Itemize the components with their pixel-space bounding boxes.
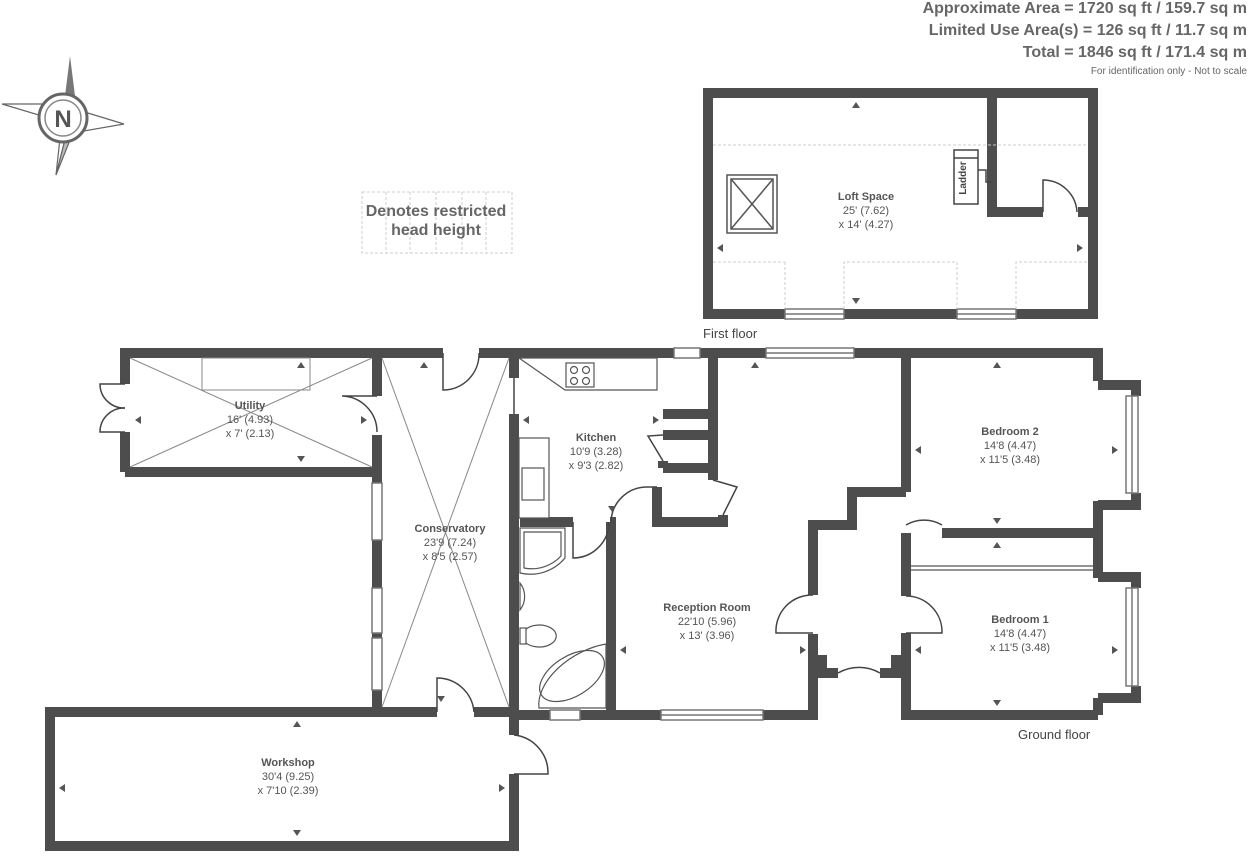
room-name: Utility xyxy=(234,400,266,412)
ground-floor-windows xyxy=(371,347,1139,721)
first-floor-label: First floor xyxy=(703,326,758,341)
ladder-label: Ladder xyxy=(958,161,969,194)
restricted-height-legend: Denotes restricted head height xyxy=(356,202,516,240)
legend-line-2: head height xyxy=(391,222,481,239)
loft-restricted-area xyxy=(713,144,1088,309)
room-dimension: x 11'5 (3.48) xyxy=(980,454,1040,466)
wardrobes xyxy=(911,565,1093,571)
room-name: Reception Room xyxy=(663,602,751,614)
loft-windows xyxy=(784,308,1017,320)
room-dimension: x 11'5 (3.48) xyxy=(990,642,1050,654)
room-dimension: x 9'3 (2.82) xyxy=(568,460,624,472)
room-name: Loft Space xyxy=(837,191,895,203)
room-workshop: Workshop 30'4 (9.25) x 7'10 (2.39) xyxy=(218,756,358,798)
room-dimension: 14'8 (4.47) xyxy=(993,628,1047,640)
room-dimension: 30'4 (9.25) xyxy=(261,771,315,783)
room-name: Kitchen xyxy=(575,432,617,444)
loft-door-swing xyxy=(1042,179,1078,213)
ladder-icon xyxy=(953,149,992,205)
room-dimension: x 8'5 (2.57) xyxy=(422,551,478,563)
bathroom-fittings xyxy=(519,527,607,709)
room-dimension: 14'8 (4.47) xyxy=(983,440,1037,452)
room-dimension: 10'9 (3.28) xyxy=(569,446,623,458)
legend-line-1: Denotes restricted xyxy=(365,203,507,220)
room-conservatory: Conservatory 23'9 (7.24) x 8'5 (2.57) xyxy=(380,522,520,564)
conservatory-roof xyxy=(381,357,510,708)
room-dimension: 23'9 (7.24) xyxy=(423,537,477,549)
compass-north-label: N xyxy=(54,106,71,133)
room-bedroom-1: Bedroom 1 14'8 (4.47) x 11'5 (3.48) xyxy=(950,613,1090,655)
room-kitchen: Kitchen 10'9 (3.28) x 9'3 (2.82) xyxy=(526,431,666,473)
dimension-arrows xyxy=(59,102,1118,836)
room-utility: Utility 16' (4.93) x 7' (2.13) xyxy=(180,399,320,441)
room-name: Workshop xyxy=(261,757,315,769)
loft-hatch-icon xyxy=(726,174,778,234)
ground-floor-walls xyxy=(45,348,1141,851)
total-area: Total = 1846 sq ft / 171.4 sq m xyxy=(1022,44,1247,61)
room-dimension: 25' (7.62) xyxy=(842,205,890,217)
room-bedroom-2: Bedroom 2 14'8 (4.47) x 11'5 (3.48) xyxy=(940,425,1080,467)
scale-note: For identification only - Not to scale xyxy=(1090,66,1247,77)
room-dimension: x 7' (2.13) xyxy=(225,428,275,440)
compass-icon: N xyxy=(1,56,125,176)
limited-use-area: Limited Use Area(s) = 126 sq ft / 11.7 s… xyxy=(928,22,1247,39)
room-name: Conservatory xyxy=(414,523,486,535)
ground-floor-label: Ground floor xyxy=(1018,727,1091,742)
room-dimension: 22'10 (5.96) xyxy=(677,616,737,628)
kitchen-fittings xyxy=(517,357,658,519)
approximate-area: Approximate Area = 1720 sq ft / 159.7 sq… xyxy=(922,0,1247,17)
door-swings xyxy=(99,352,943,775)
room-name: Bedroom 2 xyxy=(981,426,1039,438)
room-dimension: x 13' (3.96) xyxy=(679,630,735,642)
loft-walls xyxy=(703,88,1098,319)
room-loft-space: Loft Space 25' (7.62) x 14' (4.27) xyxy=(796,190,936,232)
room-dimension: x 14' (4.27) xyxy=(838,219,894,231)
restricted-height-legend-box xyxy=(361,191,513,254)
room-reception: Reception Room 22'10 (5.96) x 13' (3.96) xyxy=(637,601,777,643)
room-dimension: x 7'10 (2.39) xyxy=(257,785,319,797)
room-name: Bedroom 1 xyxy=(991,614,1049,626)
utility-details xyxy=(129,357,373,468)
room-dimension: 16' (4.93) xyxy=(226,414,274,426)
